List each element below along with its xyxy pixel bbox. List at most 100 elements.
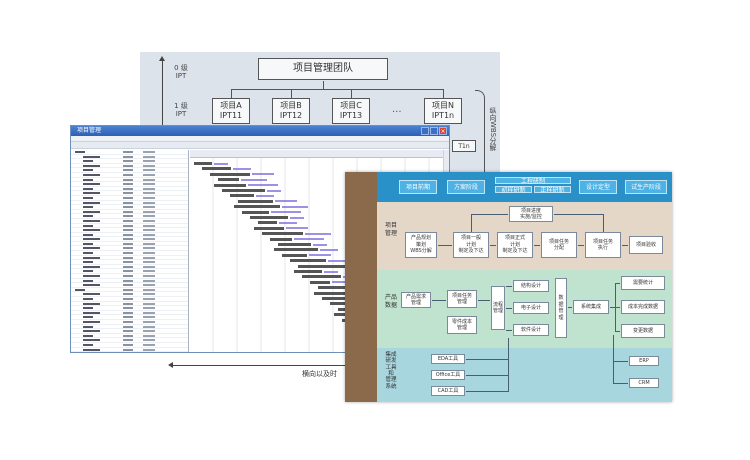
row-text — [143, 196, 155, 199]
table-row[interactable] — [71, 182, 188, 187]
table-row[interactable] — [71, 164, 188, 169]
gantt-bar[interactable] — [314, 291, 356, 295]
table-row[interactable] — [71, 233, 188, 238]
gantt-bar[interactable] — [322, 297, 345, 300]
toolbar[interactable] — [71, 142, 449, 149]
gantt-bar[interactable] — [278, 243, 311, 246]
menu-bar[interactable] — [71, 136, 449, 142]
gantt-bar[interactable] — [214, 183, 246, 187]
table-row[interactable] — [71, 265, 188, 270]
table-row[interactable] — [71, 302, 188, 307]
table-row[interactable] — [71, 288, 188, 293]
table-row[interactable] — [71, 320, 188, 325]
gantt-bar[interactable] — [290, 259, 326, 263]
connector — [231, 89, 443, 90]
row-text — [83, 238, 100, 241]
team-stub-box: T1n — [452, 140, 476, 152]
table-row[interactable] — [71, 329, 188, 334]
table-row[interactable] — [71, 246, 188, 252]
table-row[interactable] — [71, 173, 188, 178]
gantt-bar[interactable] — [250, 216, 288, 219]
gantt-bar[interactable] — [310, 280, 330, 284]
table-row[interactable] — [71, 242, 188, 247]
table-row[interactable] — [71, 214, 188, 219]
task-table[interactable] — [71, 150, 189, 352]
table-row[interactable] — [71, 334, 188, 339]
table-row[interactable] — [71, 251, 188, 256]
gantt-bar[interactable] — [210, 172, 250, 176]
gantt-bar[interactable] — [202, 167, 231, 171]
gantt-bar[interactable] — [258, 221, 277, 225]
row-text — [123, 275, 133, 278]
close-button[interactable]: × — [439, 127, 447, 135]
table-row[interactable] — [71, 274, 188, 279]
gantt-bar[interactable] — [262, 232, 303, 236]
row-text — [123, 160, 133, 163]
gantt-bar[interactable] — [294, 270, 322, 273]
gantt-bar[interactable] — [302, 275, 341, 279]
table-row[interactable] — [71, 315, 188, 320]
table-row[interactable] — [71, 219, 188, 224]
gantt-bar[interactable] — [218, 178, 239, 182]
table-row[interactable] — [71, 325, 188, 330]
gantt-bar[interactable] — [254, 226, 284, 230]
table-row[interactable] — [71, 224, 188, 229]
table-row[interactable] — [71, 292, 188, 297]
gantt-bar[interactable] — [194, 162, 212, 165]
connector — [466, 391, 508, 392]
row-text — [83, 270, 93, 273]
table-row[interactable] — [71, 205, 188, 210]
connector — [506, 308, 512, 309]
table-row[interactable] — [71, 150, 188, 155]
gantt-bar[interactable] — [222, 189, 265, 192]
row-text — [83, 348, 100, 351]
table-row[interactable] — [71, 348, 188, 352]
table-row[interactable] — [71, 338, 188, 343]
table-row[interactable] — [71, 237, 188, 242]
phase-item: 设计定型 — [579, 180, 617, 194]
gantt-bar[interactable] — [234, 205, 280, 209]
gantt-bar[interactable] — [238, 199, 273, 203]
row-text — [143, 224, 155, 227]
gantt-bar[interactable] — [242, 210, 269, 214]
table-row[interactable] — [71, 260, 188, 265]
row-text — [143, 173, 155, 176]
table-row[interactable] — [71, 178, 188, 183]
row-text — [83, 279, 93, 282]
gantt-bar[interactable] — [282, 253, 307, 257]
table-row[interactable] — [71, 256, 188, 261]
table-row[interactable] — [71, 228, 188, 233]
table-row[interactable] — [71, 155, 188, 160]
table-row[interactable] — [71, 279, 188, 284]
connector — [615, 331, 620, 332]
gantt-bar-label — [294, 238, 324, 241]
row-text — [123, 320, 133, 323]
maximize-button[interactable] — [430, 127, 438, 135]
gantt-bar[interactable] — [274, 248, 318, 252]
table-row[interactable] — [71, 201, 188, 206]
table-row[interactable] — [71, 297, 188, 302]
table-row[interactable] — [71, 269, 188, 275]
table-row[interactable] — [71, 343, 188, 348]
gantt-bar[interactable] — [230, 194, 254, 198]
phase-item: 项目前期 — [399, 180, 437, 194]
table-row[interactable] — [71, 191, 188, 196]
minimize-button[interactable] — [421, 127, 429, 135]
table-row[interactable] — [71, 187, 188, 192]
row-text — [123, 334, 133, 337]
table-row[interactable] — [71, 210, 188, 215]
connector — [613, 361, 628, 362]
table-row[interactable] — [71, 283, 188, 288]
table-row[interactable] — [71, 306, 188, 311]
gantt-bar[interactable] — [298, 264, 345, 268]
connector — [603, 214, 604, 232]
table-row[interactable] — [71, 159, 188, 164]
gantt-bar[interactable] — [318, 286, 349, 290]
table-row[interactable] — [71, 311, 188, 316]
row-text — [143, 210, 155, 213]
table-row[interactable] — [71, 168, 188, 173]
table-row[interactable] — [71, 196, 188, 201]
row-text — [143, 293, 155, 296]
gantt-bar[interactable] — [270, 237, 292, 241]
connector — [554, 214, 603, 215]
